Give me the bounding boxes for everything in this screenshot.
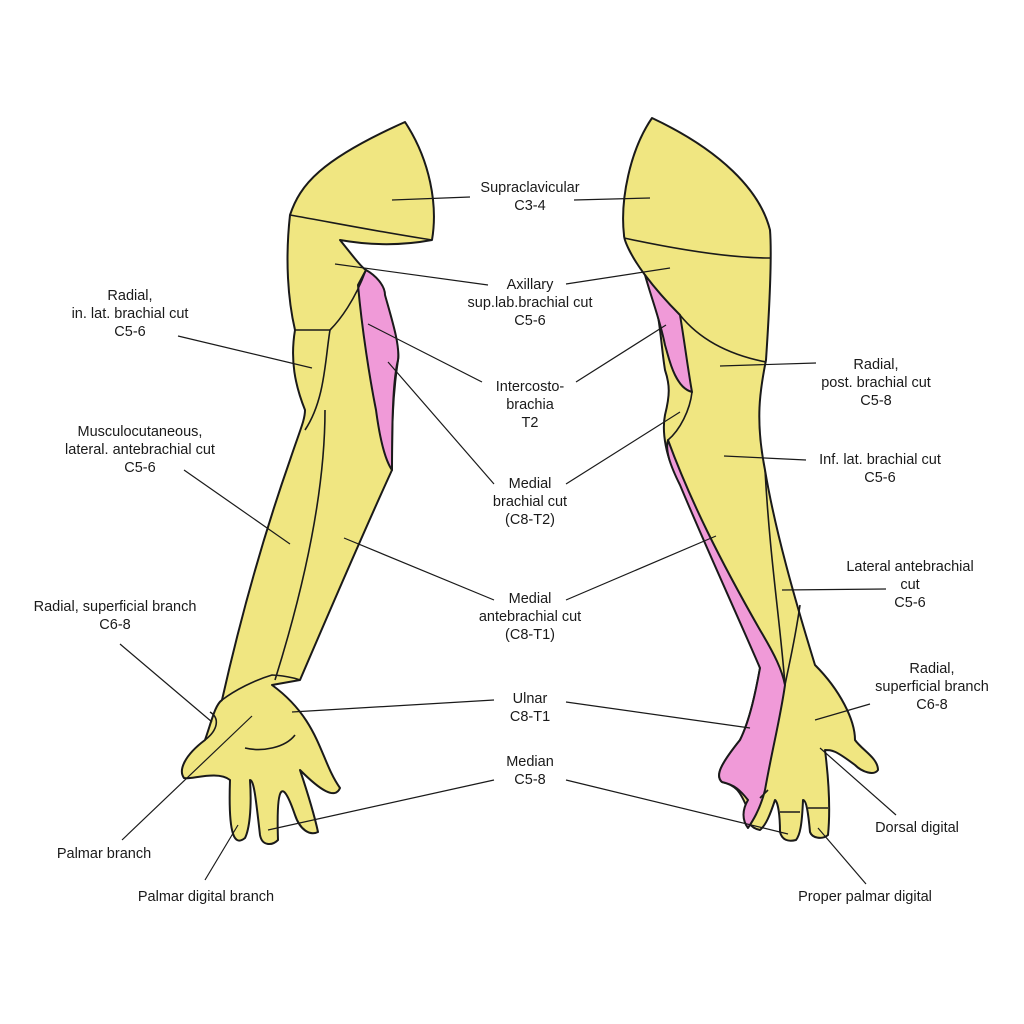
label-axillary: Axillary sup.lab.brachial cut C5-6 [467,277,593,329]
label-ulnar: Ulnar C8-T1 [509,691,551,725]
label-median: Median C5-8 [506,754,554,788]
label-palmar-digital-branch: Palmar digital branch [137,889,275,905]
label-musculocutaneous: Musculocutaneous, lateral. antebrachial … [65,424,215,476]
label-intercostobrachia: Intercosto- brachia T2 [495,379,565,431]
label-inf-lat-brachial: Inf. lat. brachial cut C5-6 [819,452,941,486]
label-medial-antebrachial: Medial antebrachial cut (C8-T1) [478,591,582,643]
right-medial-antebrachial-area [666,439,786,829]
label-palmar-branch: Palmar branch [56,846,152,862]
label-radial-superficial-left: Radial, superficial branch C6-8 [33,599,197,633]
label-radial-superficial-right: Radial, superficial branch C6-8 [875,661,989,713]
label-radial-inf-lat-brachial: Radial, in. lat. brachial cut C5-6 [71,288,189,340]
label-proper-palmar-digital: Proper palmar digital [798,889,932,905]
label-medial-brachial: Medial brachial cut (C8-T2) [492,476,568,528]
label-lateral-antebrachial: Lateral antebrachial cut C5-6 [846,559,974,611]
label-radial-post-brachial: Radial, post. brachial cut C5-8 [821,357,931,409]
left-medial-brachial-area [357,269,400,471]
right-intercostobrachial-area [644,274,693,393]
left-arm-silhouette [180,121,435,845]
leader-lines [119,196,897,885]
left-arm [180,121,435,845]
label-supraclavicular: Supraclavicular C3-4 [480,180,580,214]
label-dorsal-digital: Dorsal digital [875,820,959,836]
